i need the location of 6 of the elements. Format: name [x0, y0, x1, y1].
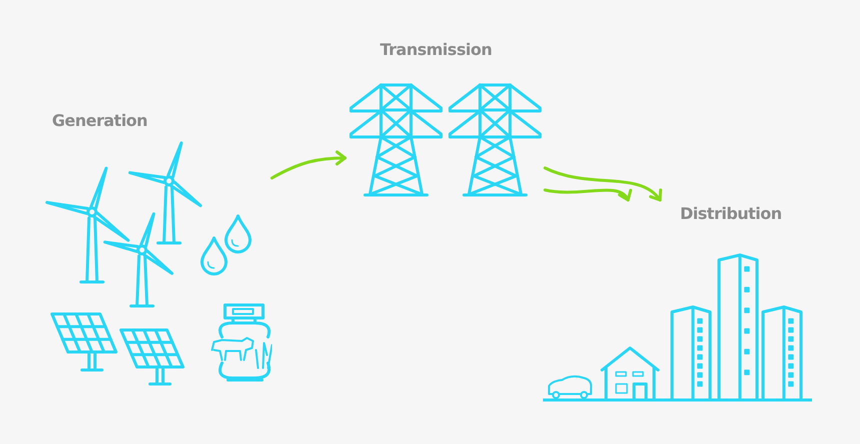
section-heading: Transmission — [380, 40, 492, 59]
arrow — [544, 188, 630, 202]
arrow — [544, 166, 662, 202]
arrow — [270, 150, 346, 180]
section-heading: Generation — [52, 111, 148, 130]
section-heading: Distribution — [680, 204, 782, 223]
